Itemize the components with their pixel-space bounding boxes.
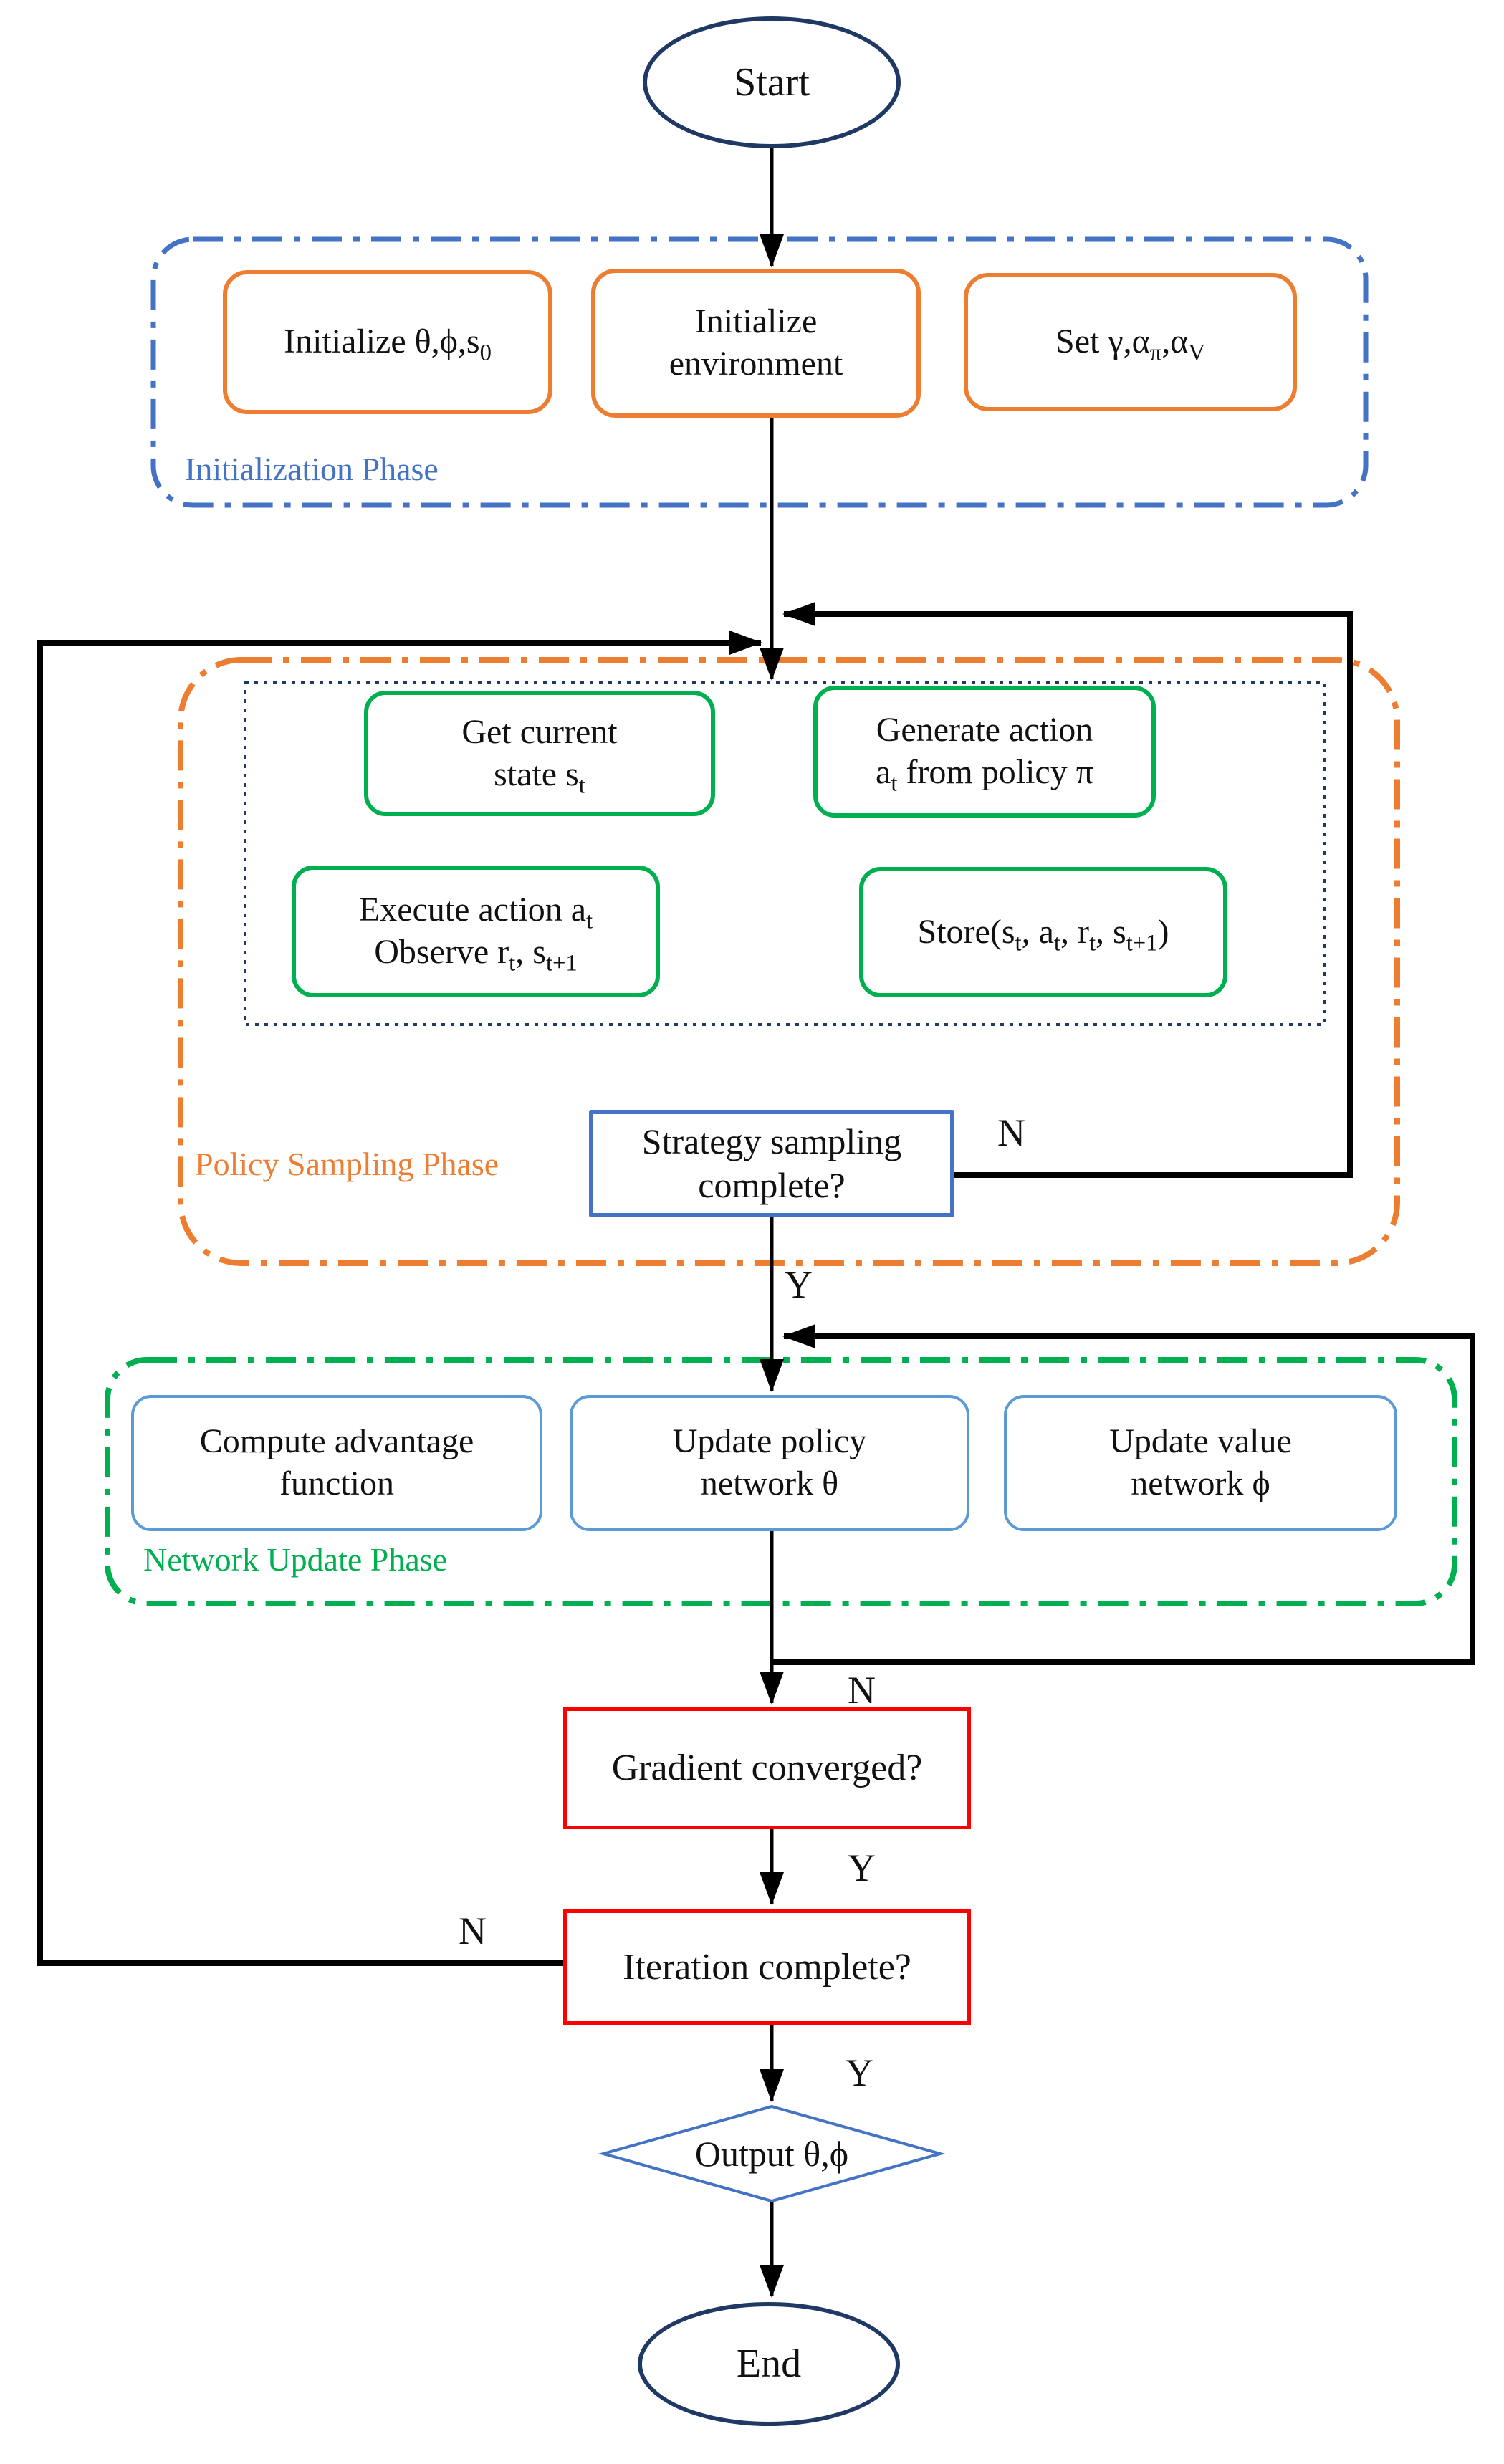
end-label: End xyxy=(736,2341,802,2387)
start-label: Start xyxy=(734,59,810,105)
initialization-phase-label: Initialization Phase xyxy=(185,451,439,487)
output-diamond: Output θ,ϕ xyxy=(605,2121,938,2187)
initialize-parameters-label: Initialize θ,ϕ,s0 xyxy=(284,322,492,366)
iteration-yes-label: Y xyxy=(846,2051,873,2094)
iteration-complete-decision: Iteration complete? xyxy=(563,1909,971,2025)
gradient-no-label: N xyxy=(848,1669,876,1712)
edge-iteration-no-loop xyxy=(37,631,762,1966)
edge-gradient-no-loop xyxy=(772,1324,1475,1665)
gradient-yes-label: Y xyxy=(848,1846,876,1889)
iteration-complete-label: Iteration complete? xyxy=(623,1946,911,1988)
set-hyperparameters-label: Set γ,απ,αV xyxy=(1055,322,1205,366)
output-diamond-text: Output θ,ϕ xyxy=(694,2134,849,2174)
edge-strategy-no-loop xyxy=(782,602,1353,1178)
store-transition-label: Store(st, at, rt, st+1) xyxy=(917,912,1169,957)
network-update-phase-outline xyxy=(105,1357,1457,1606)
strategy-no-label: N xyxy=(997,1111,1025,1154)
gradient-converged-decision: Gradient converged? xyxy=(563,1707,971,1829)
sampling-steps-group-outline xyxy=(244,681,1326,1026)
output-diamond-shape xyxy=(598,2104,946,2203)
network-update-phase-label: Network Update Phase xyxy=(143,1541,448,1578)
policy-sampling-phase-outline xyxy=(178,657,1400,1266)
set-hyperparameters-box: Set γ,απ,αV xyxy=(964,273,1297,411)
end-terminator: End xyxy=(638,2302,900,2426)
store-transition-box: Store(st, at, rt, st+1) xyxy=(859,867,1227,997)
policy-sampling-phase-label: Policy Sampling Phase xyxy=(195,1146,499,1182)
initialize-parameters-box: Initialize θ,ϕ,s0 xyxy=(223,270,552,414)
iteration-no-label: N xyxy=(459,1909,487,1952)
start-terminator: Start xyxy=(643,16,901,148)
gradient-converged-label: Gradient converged? xyxy=(611,1748,923,1789)
strategy-yes-label: Y xyxy=(785,1263,813,1306)
